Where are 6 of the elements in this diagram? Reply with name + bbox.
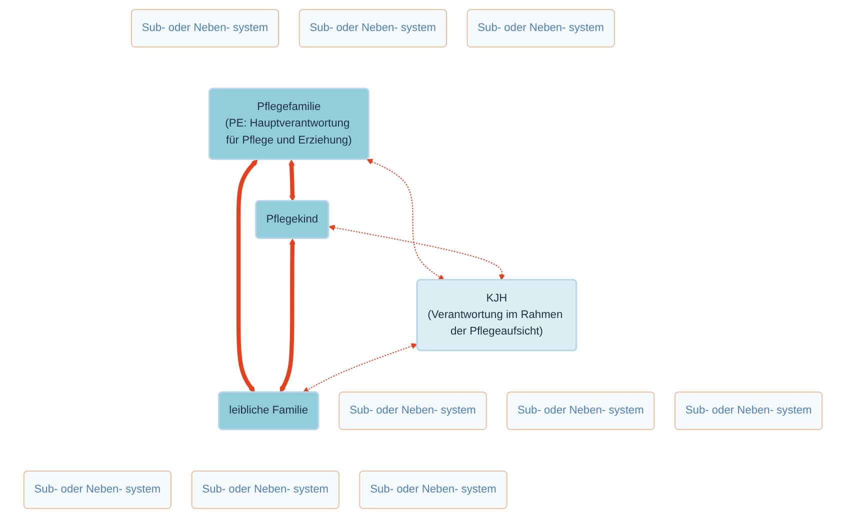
arrow	[302, 342, 418, 392]
arrow	[366, 158, 444, 280]
arrow	[328, 224, 506, 280]
arrow	[236, 159, 258, 392]
arrow	[280, 238, 296, 392]
arrow	[288, 159, 296, 201]
